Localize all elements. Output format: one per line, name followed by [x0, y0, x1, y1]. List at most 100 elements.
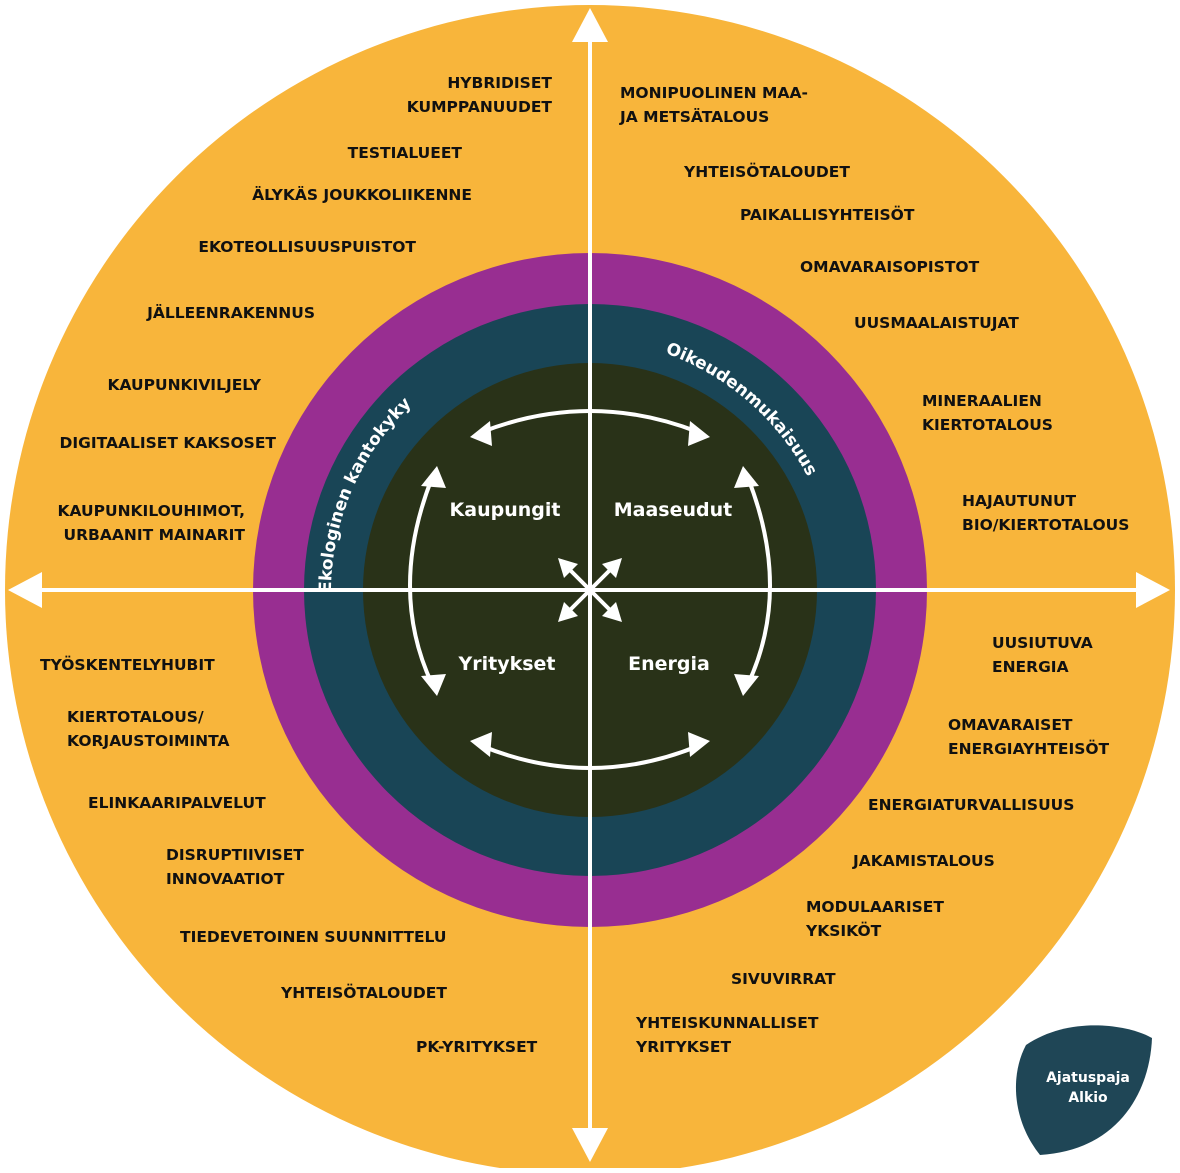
core-label-maaseudut: Maaseudut: [614, 499, 732, 521]
label-line: DIGITAALISET KAKSOSET: [59, 434, 276, 452]
label-line: URBAANIT MAINARIT: [64, 526, 246, 544]
label-bottom-right-5: MODULAARISET YKSIKÖT: [805, 898, 944, 940]
core-label-yritykset: Yritykset: [457, 653, 555, 675]
label-bottom-right-4: JAKAMISTALOUS: [852, 852, 995, 870]
label-top-left-7: DIGITAALISET KAKSOSET: [59, 434, 276, 452]
head-diag-nw: [558, 558, 578, 578]
label-bottom-left-1: TYÖSKENTELYHUBIT: [40, 655, 215, 674]
label-line: OMAVARAISOPISTOT: [800, 258, 980, 276]
label-line: EKOTEOLLISUUSPUISTOT: [198, 238, 416, 256]
core-label-kaupungit: Kaupungit: [450, 499, 561, 521]
head-right-top: [734, 466, 759, 488]
label-top-right-3: PAIKALLISYHTEISÖT: [740, 205, 915, 224]
label-line: KAUPUNKILOUHIMOT,: [58, 502, 246, 520]
label-line: YHTEISÖTALOUDET: [683, 162, 850, 181]
label-line: BIO/KIERTOTALOUS: [962, 516, 1129, 534]
head-diag-se: [602, 602, 622, 622]
quadrant-labels: HYBRIDISET KUMPPANUUDET TESTIALUEET ÄLYKÄS …: [40, 74, 1129, 1056]
label-top-left-8: KAUPUNKILOUHIMOT, URBAANIT MAINARIT: [58, 502, 246, 544]
label-line: TYÖSKENTELYHUBIT: [40, 655, 215, 674]
label-bottom-left-2: KIERTOTALOUS/KORJAUSTOIMINTA: [67, 708, 230, 750]
inner-arrow-heads: [421, 421, 759, 757]
label-line: YHTEISÖTALOUDET: [280, 983, 447, 1002]
label-line: UUSIUTUVA: [992, 634, 1093, 652]
label-line: MODULAARISET: [806, 898, 944, 916]
label-bottom-right-7: YHTEISKUNNALLISET YRITYKSET: [635, 1014, 819, 1056]
arc-arrow-left: [408, 476, 434, 686]
label-top-right-1: MONIPUOLINEN MAA- JA METSÄTALOUS: [619, 84, 808, 126]
arc-arrow-bottom: [480, 744, 700, 770]
arrow-head-top: [572, 8, 608, 42]
arrow-head-bottom: [572, 1128, 608, 1162]
label-bottom-right-2: OMAVARAISET ENERGIAYHTEISÖT: [948, 716, 1110, 758]
head-diag-ne: [602, 558, 622, 578]
label-line: UUSMAALAISTUJAT: [854, 314, 1019, 332]
head-bottom-right: [688, 732, 710, 757]
label-top-right-7: HAJAUTUNUT BIO/KIERTOTALOUS: [962, 492, 1129, 534]
label-top-right-4: OMAVARAISOPISTOT: [800, 258, 980, 276]
label-line: KUMPPANUUDET: [407, 98, 553, 116]
label-line: ÄLYKÄS JOUKKOLIIKENNE: [252, 185, 472, 204]
label-line: HYBRIDISET: [447, 74, 552, 92]
arc-arrow-top: [480, 409, 700, 434]
label-top-left-1: HYBRIDISET KUMPPANUUDET: [407, 74, 553, 116]
head-right-bottom: [734, 674, 759, 696]
label-line: JAKAMISTALOUS: [852, 852, 995, 870]
label-top-left-6: KAUPUNKIVILJELY: [108, 376, 262, 394]
label-line: ENERGIA: [992, 658, 1069, 676]
label-line: MONIPUOLINEN MAA-: [620, 84, 808, 102]
label-line: PAIKALLISYHTEISÖT: [740, 205, 915, 224]
label-line: SIVUVIRRAT: [731, 970, 836, 988]
label-line: KORJAUSTOIMINTA: [67, 732, 230, 750]
label-bottom-left-5: TIEDEVETOINEN SUUNNITTELU: [180, 928, 446, 946]
label-bottom-right-6: SIVUVIRRAT: [731, 970, 836, 988]
label-line: KIERTOTALOUS/: [67, 708, 204, 726]
label-top-left-3: ÄLYKÄS JOUKKOLIIKENNE: [252, 185, 472, 204]
label-top-left-5: JÄLLEENRAKENNUS: [146, 303, 315, 322]
label-line: ENERGIATURVALLISUUS: [868, 796, 1074, 814]
arrow-head-right: [1136, 572, 1170, 608]
label-line: ELINKAARIPALVELUT: [88, 794, 266, 812]
label-bottom-left-6: YHTEISÖTALOUDET: [280, 983, 447, 1002]
logo-text-line2: Alkio: [1068, 1090, 1108, 1106]
label-line: JA METSÄTALOUS: [619, 107, 769, 126]
label-line: YHTEISKUNNALLISET: [635, 1014, 819, 1032]
head-left-top: [421, 466, 446, 488]
label-line: PK-YRITYKSET: [416, 1038, 538, 1056]
core-label-energia: Energia: [628, 653, 710, 675]
head-left-bottom: [421, 674, 446, 696]
label-bottom-right-3: ENERGIATURVALLISUUS: [868, 796, 1074, 814]
label-bottom-left-3: ELINKAARIPALVELUT: [88, 794, 266, 812]
label-top-left-4: EKOTEOLLISUUSPUISTOT: [198, 238, 416, 256]
label-top-right-6: MINERAALIEN KIERTOTALOUS: [922, 392, 1053, 434]
label-line: DISRUPTIIVISET: [166, 846, 304, 864]
label-line: KIERTOTALOUS: [922, 416, 1053, 434]
label-line: JÄLLEENRAKENNUS: [146, 303, 315, 322]
label-line: YKSIKÖT: [805, 921, 882, 940]
arc-arrow-right: [746, 476, 772, 686]
logo-leaf-shape: [1015, 1025, 1152, 1155]
alkio-logo: Ajatuspaja Alkio: [1015, 1025, 1152, 1155]
label-line: HAJAUTUNUT: [962, 492, 1077, 510]
label-line: ENERGIAYHTEISÖT: [948, 739, 1110, 758]
arrow-head-left: [8, 572, 42, 608]
label-line: INNOVAATIOT: [166, 870, 285, 888]
label-bottom-left-4: DISRUPTIIVISET INNOVAATIOT: [166, 846, 304, 888]
head-top-right: [688, 421, 710, 446]
label-line: TIEDEVETOINEN SUUNNITTELU: [180, 928, 446, 946]
label-line: KAUPUNKIVILJELY: [108, 376, 262, 394]
head-bottom-left: [470, 732, 492, 757]
head-diag-sw: [558, 602, 578, 622]
label-top-right-2: YHTEISÖTALOUDET: [683, 162, 850, 181]
label-top-left-2: TESTIALUEET: [348, 144, 463, 162]
label-bottom-right-1: UUSIUTUVA ENERGIA: [992, 634, 1093, 676]
label-line: OMAVARAISET: [948, 716, 1073, 734]
label-line: MINERAALIEN: [922, 392, 1042, 410]
label-line: TESTIALUEET: [348, 144, 463, 162]
head-top-left: [470, 421, 492, 446]
label-top-right-5: UUSMAALAISTUJAT: [854, 314, 1019, 332]
label-line: YRITYKSET: [635, 1038, 731, 1056]
logo-text-line1: Ajatuspaja: [1046, 1070, 1130, 1086]
